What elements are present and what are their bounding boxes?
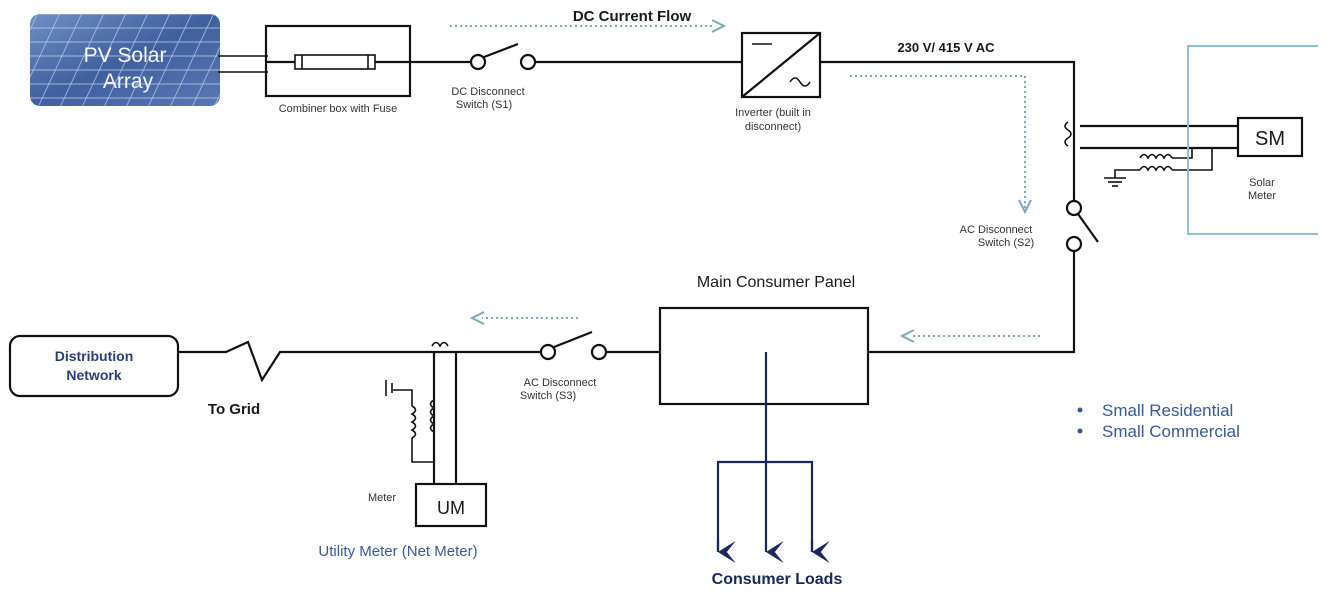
bullet-icon	[1077, 407, 1083, 413]
distribution-network-label-line2: Network	[66, 367, 121, 383]
solar-meter-code: SM	[1255, 128, 1285, 150]
fuse-icon	[294, 54, 376, 70]
solar-meter-box	[1236, 116, 1304, 158]
ac-disconnect-s2-label-line1: AC Disconnect	[960, 224, 1033, 236]
consumer-loads	[716, 352, 830, 563]
voltage-coil-icon-upper	[1139, 153, 1173, 160]
bullet-icon	[1077, 428, 1083, 434]
distribution-network-label-line1: Distribution	[55, 348, 134, 364]
application-item-residential: Small Residential	[1102, 401, 1233, 420]
pv-array-label-line2: Array	[103, 70, 154, 93]
inverter	[740, 31, 822, 99]
voltage-coil-icon-lower	[1139, 165, 1173, 172]
main-panel-label: Main Consumer Panel	[697, 274, 855, 291]
consumer-loads-label: Consumer Loads	[712, 571, 843, 588]
solar-meter-label-line1: Solar	[1249, 177, 1275, 189]
application-item-commercial: Small Commercial	[1102, 422, 1240, 441]
pv-array-label-line1: PV Solar	[84, 44, 167, 67]
ac-voltage-label: 230 V/ 415 V AC	[897, 40, 995, 55]
ac-disconnect-switch-s3	[539, 330, 608, 361]
inverter-label-line1: Inverter (built in	[735, 107, 811, 119]
combiner-box	[264, 24, 412, 98]
main-consumer-panel	[658, 306, 870, 406]
dc-flow-label: DC Current Flow	[573, 8, 692, 25]
solar-meter-enclosure	[1187, 45, 1318, 235]
ac-disconnect-s3-label-line1: AC Disconnect	[524, 377, 597, 389]
combiner-box-label: Combiner box with Fuse	[279, 103, 398, 115]
application-list: Small Residential Small Commercial	[1077, 401, 1240, 441]
ac-disconnect-s3-label-line2: Switch (S3)	[520, 390, 576, 402]
pv-output-wires	[218, 55, 268, 73]
dc-disconnect-switch-s1	[469, 42, 537, 71]
grid-connection-line	[178, 340, 541, 383]
utility-meter-code: UM	[437, 498, 465, 518]
utility-meter-box	[414, 482, 488, 528]
ac-disconnect-switch-s2	[1065, 199, 1099, 253]
solar-meter-label-line2: Meter	[1248, 190, 1276, 202]
inverter-label-line2: disconnect)	[745, 121, 801, 133]
ct-coil-icon	[1064, 121, 1072, 147]
utility-meter-caption: Utility Meter (Net Meter)	[318, 543, 477, 560]
dc-disconnect-label-line1: DC Disconnect	[451, 86, 524, 98]
utility-meter-side-label: Meter	[368, 492, 396, 504]
solar-meter-ct	[1064, 121, 1238, 200]
ac-flow-arrow-down	[850, 75, 1026, 210]
distribution-network-box	[8, 334, 180, 398]
utility-meter-ct	[385, 341, 458, 484]
ac-symbol-icon	[789, 77, 811, 87]
to-grid-label: To Grid	[208, 401, 260, 418]
pv-solar-array: PV Solar Array	[30, 14, 220, 106]
utility-ct-coil-icon	[431, 341, 449, 348]
ac-disconnect-s2-label-line2: Switch (S2)	[978, 237, 1034, 249]
dc-disconnect-label-line2: Switch (S1)	[456, 99, 512, 111]
